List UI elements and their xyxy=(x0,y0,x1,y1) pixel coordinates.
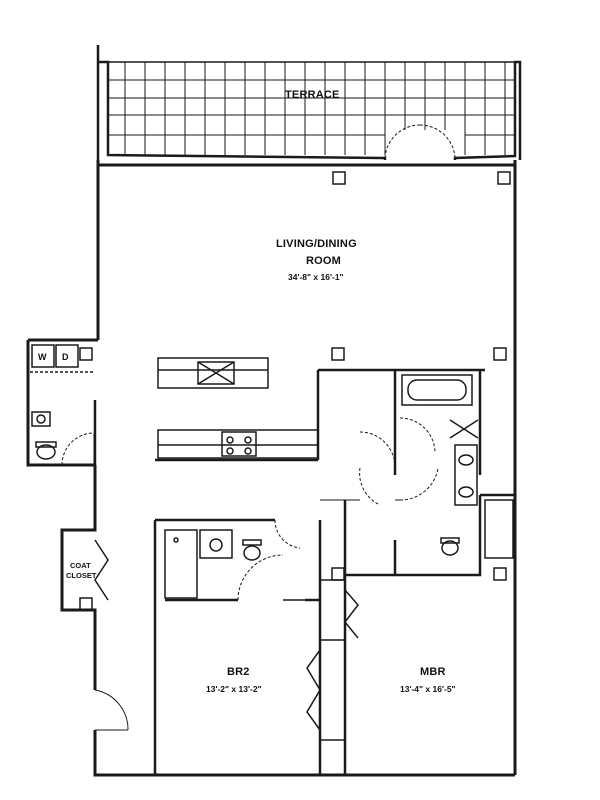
hall-doors xyxy=(320,417,439,506)
living-dining-label-line1: LIVING/DINING xyxy=(276,238,357,250)
mbr-dimensions: 13'-4" x 16'-5" xyxy=(400,684,456,694)
br2-dimensions: 13'-2" x 13'-2" xyxy=(206,684,262,694)
coat-closet-label-line1: COAT xyxy=(70,561,91,570)
master-bath xyxy=(401,374,514,559)
living-dining-label-line2: ROOM xyxy=(306,255,342,267)
br2-label: BR2 xyxy=(227,666,250,678)
terrace xyxy=(96,45,522,160)
coat-closet-label-line2: CLOSET xyxy=(66,571,97,580)
closets xyxy=(306,579,359,741)
terrace-label: TERRACE xyxy=(285,89,340,101)
powder-room xyxy=(31,411,95,466)
hvac-markers xyxy=(79,171,511,611)
exterior-walls xyxy=(26,160,517,777)
coat-closet xyxy=(94,539,109,601)
living-dining-dimensions: 34'-8" x 16'-1" xyxy=(288,272,344,282)
kitchen-counter xyxy=(157,429,319,459)
washer-label: W xyxy=(38,352,47,362)
laundry xyxy=(30,344,95,373)
mbr-label: MBR xyxy=(420,666,446,678)
kitchen-island xyxy=(157,357,269,389)
dryer-label: D xyxy=(62,352,69,362)
entry-door xyxy=(94,689,129,731)
br2-bath xyxy=(164,519,305,601)
